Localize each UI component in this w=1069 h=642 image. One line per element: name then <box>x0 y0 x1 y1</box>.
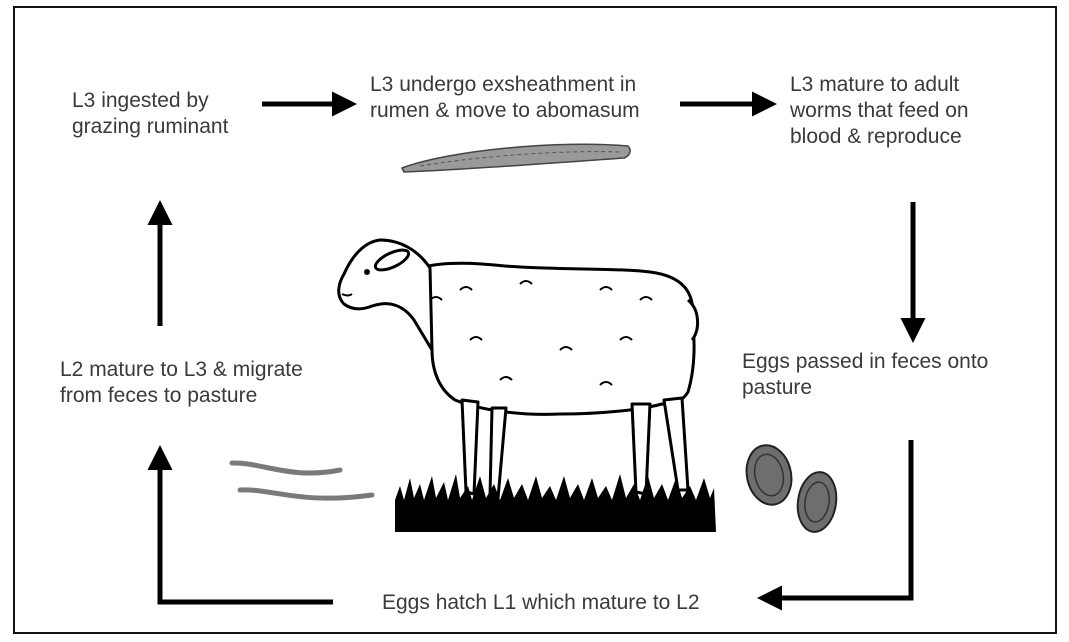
step-eggs-hatch: Eggs hatch L1 which mature to L2 <box>382 590 700 616</box>
step-l2-mature-l3: L2 mature to L3 & migrate from feces to … <box>60 357 303 409</box>
step-eggs-passed: Eggs passed in feces onto pasture <box>742 349 988 401</box>
eggs-illustration <box>741 441 840 534</box>
grass-illustration <box>395 474 716 532</box>
step-l3-mature-adult: L3 mature to adult worms that feed on bl… <box>790 72 969 150</box>
larvae-illustration <box>232 463 372 498</box>
sheep-illustration <box>339 240 698 498</box>
step-l3-exsheathment: L3 undergo exsheathment in rumen & move … <box>370 72 640 124</box>
adult-worm-illustration <box>402 144 630 172</box>
step-l3-ingested: L3 ingested by grazing ruminant <box>72 88 228 140</box>
